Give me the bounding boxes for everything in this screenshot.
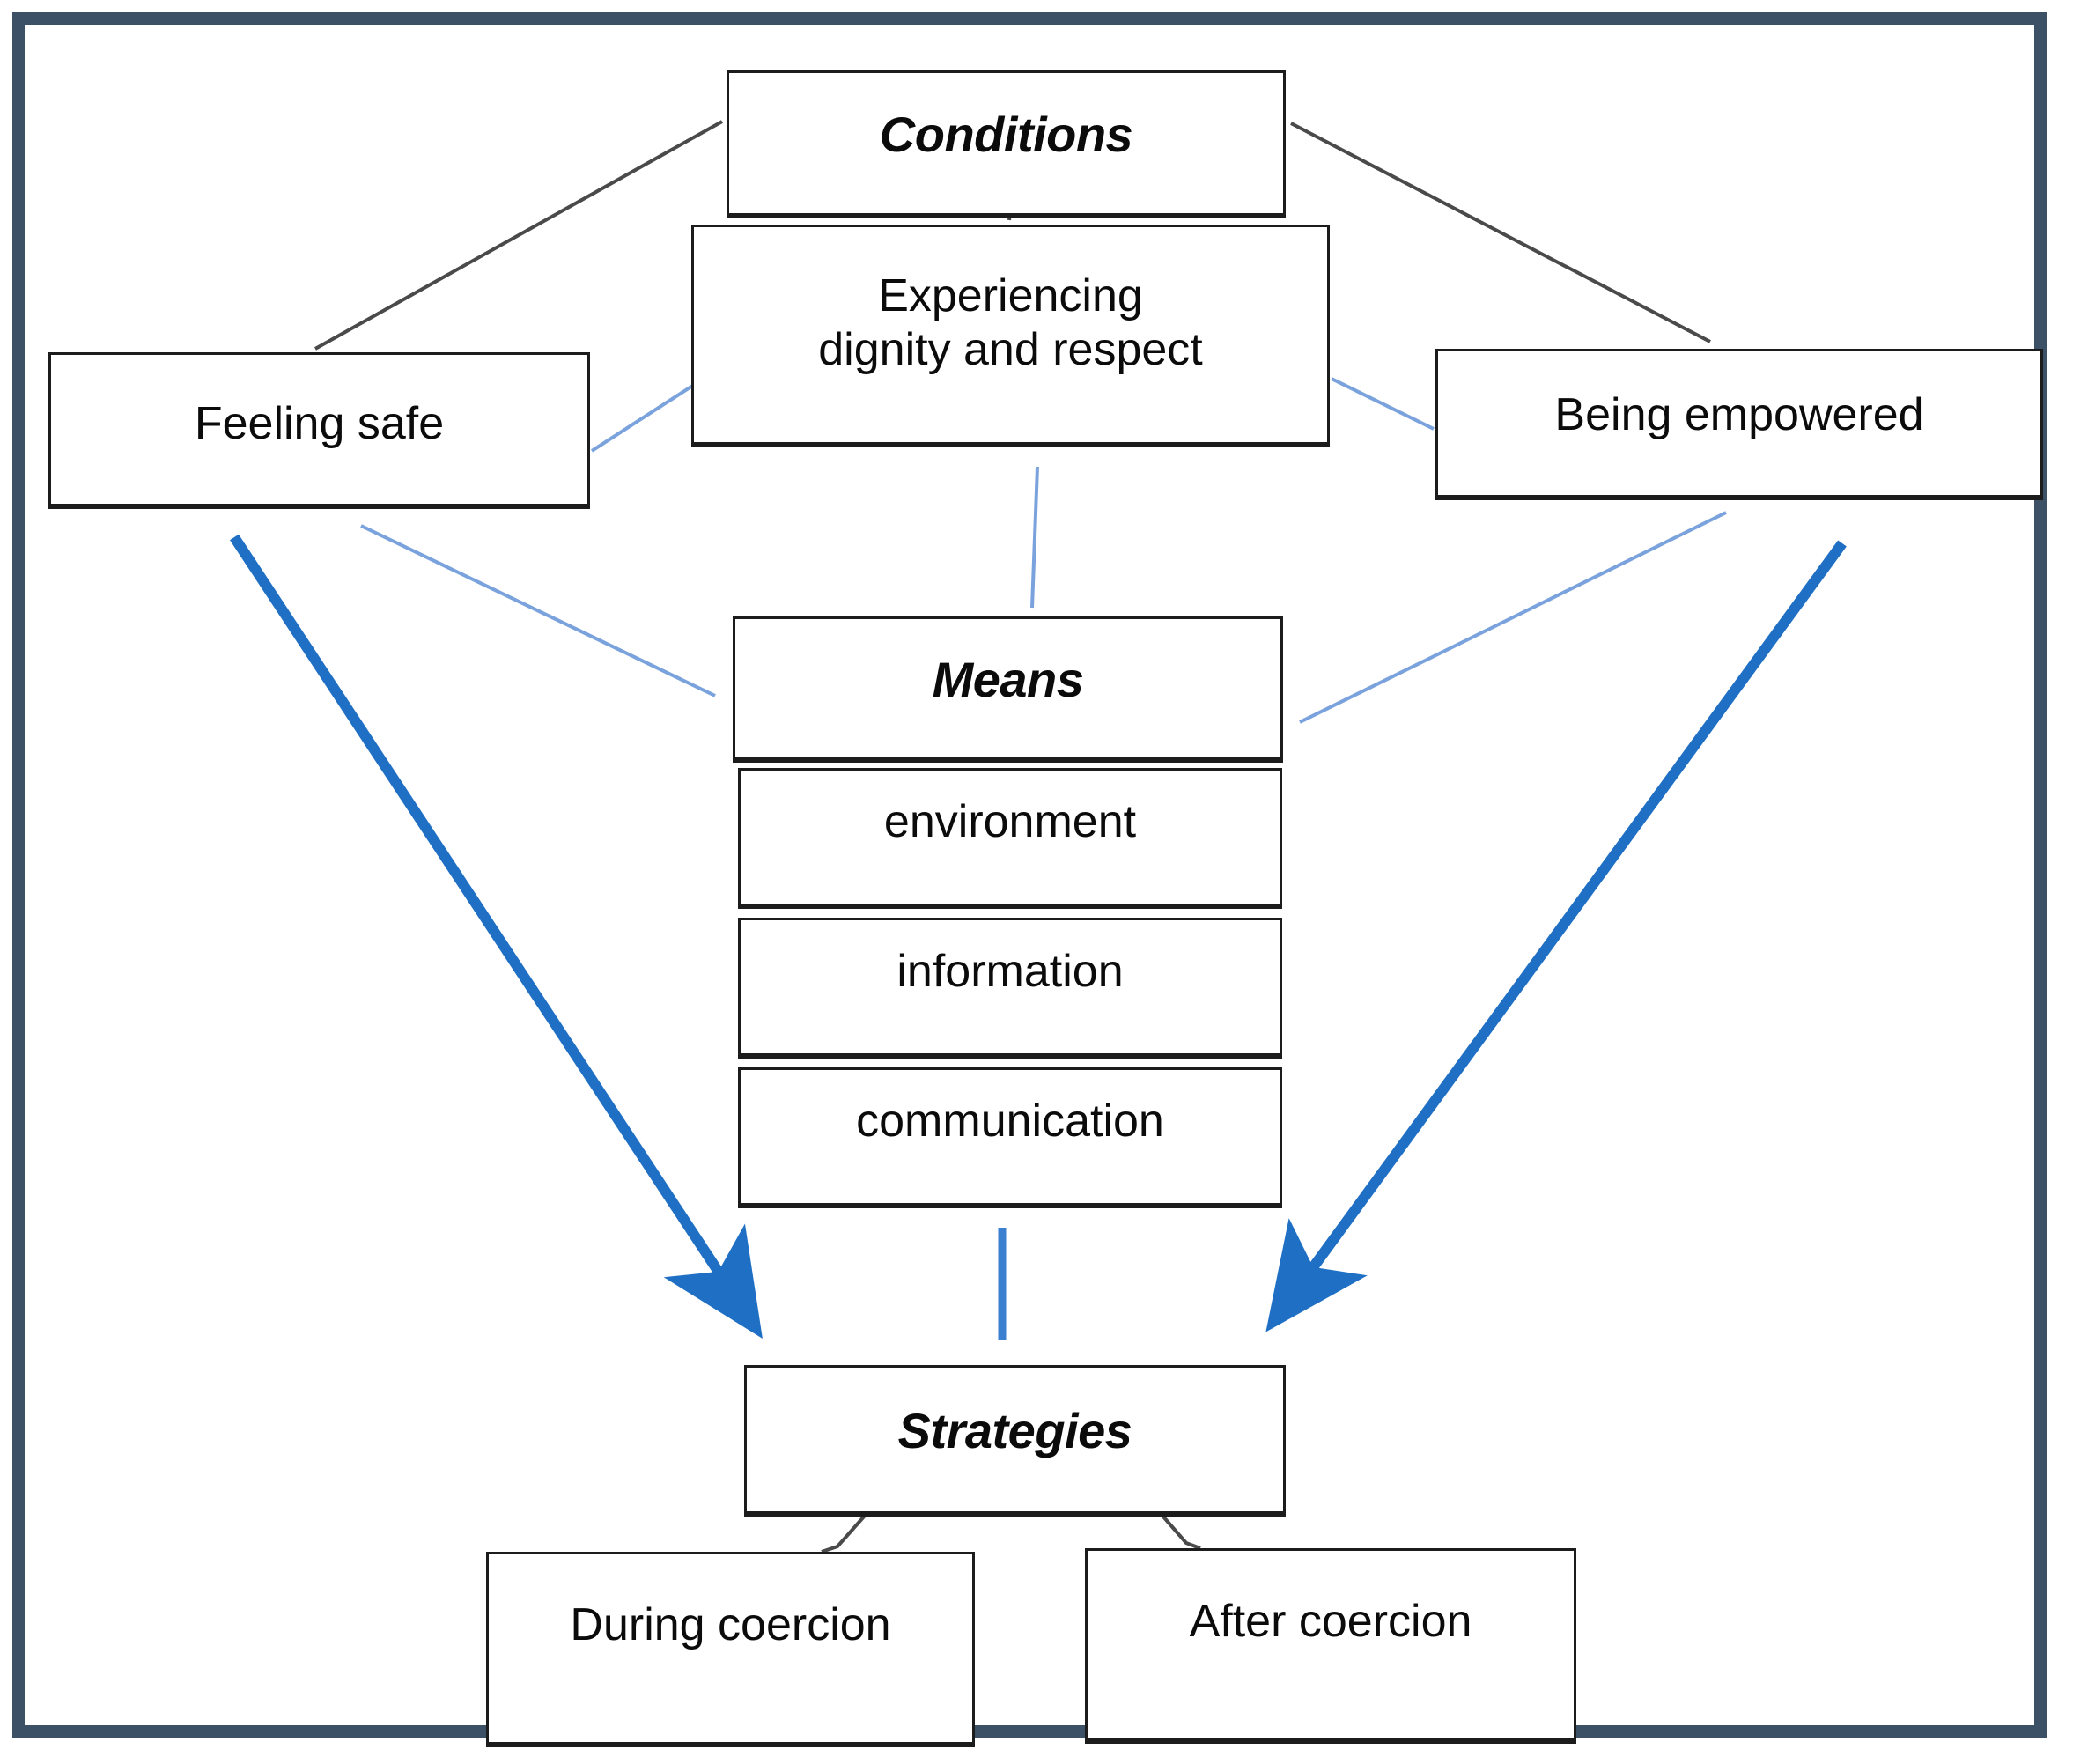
node-experiencing-dignity-and-respect-label: Experiencing dignity and respect — [818, 269, 1203, 375]
node-information-label: information — [896, 945, 1124, 997]
node-during-coercion[interactable]: During coercion — [486, 1552, 975, 1747]
node-communication-label: communication — [856, 1095, 1164, 1147]
node-feeling-safe[interactable]: Feeling safe — [48, 352, 590, 509]
node-information[interactable]: information — [738, 918, 1282, 1059]
node-environment-label: environment — [883, 795, 1137, 847]
node-experiencing-dignity-and-respect[interactable]: Experiencing dignity and respect — [691, 225, 1330, 447]
node-being-empowered[interactable]: Being empowered — [1435, 349, 2043, 500]
node-during-coercion-label: During coercion — [570, 1598, 891, 1650]
node-strategies[interactable]: Strategies — [744, 1365, 1286, 1517]
node-after-coercion-label: After coercion — [1189, 1595, 1472, 1647]
node-communication[interactable]: communication — [738, 1067, 1282, 1208]
node-conditions[interactable]: Conditions — [727, 70, 1286, 218]
node-means-label: Means — [932, 652, 1084, 708]
node-after-coercion[interactable]: After coercion — [1085, 1548, 1576, 1744]
node-feeling-safe-label: Feeling safe — [194, 397, 445, 449]
node-strategies-label: Strategies — [897, 1403, 1132, 1459]
node-conditions-label: Conditions — [879, 107, 1133, 163]
node-being-empowered-label: Being empowered — [1554, 388, 1924, 440]
node-environment[interactable]: environment — [738, 768, 1282, 909]
node-means[interactable]: Means — [733, 616, 1283, 763]
